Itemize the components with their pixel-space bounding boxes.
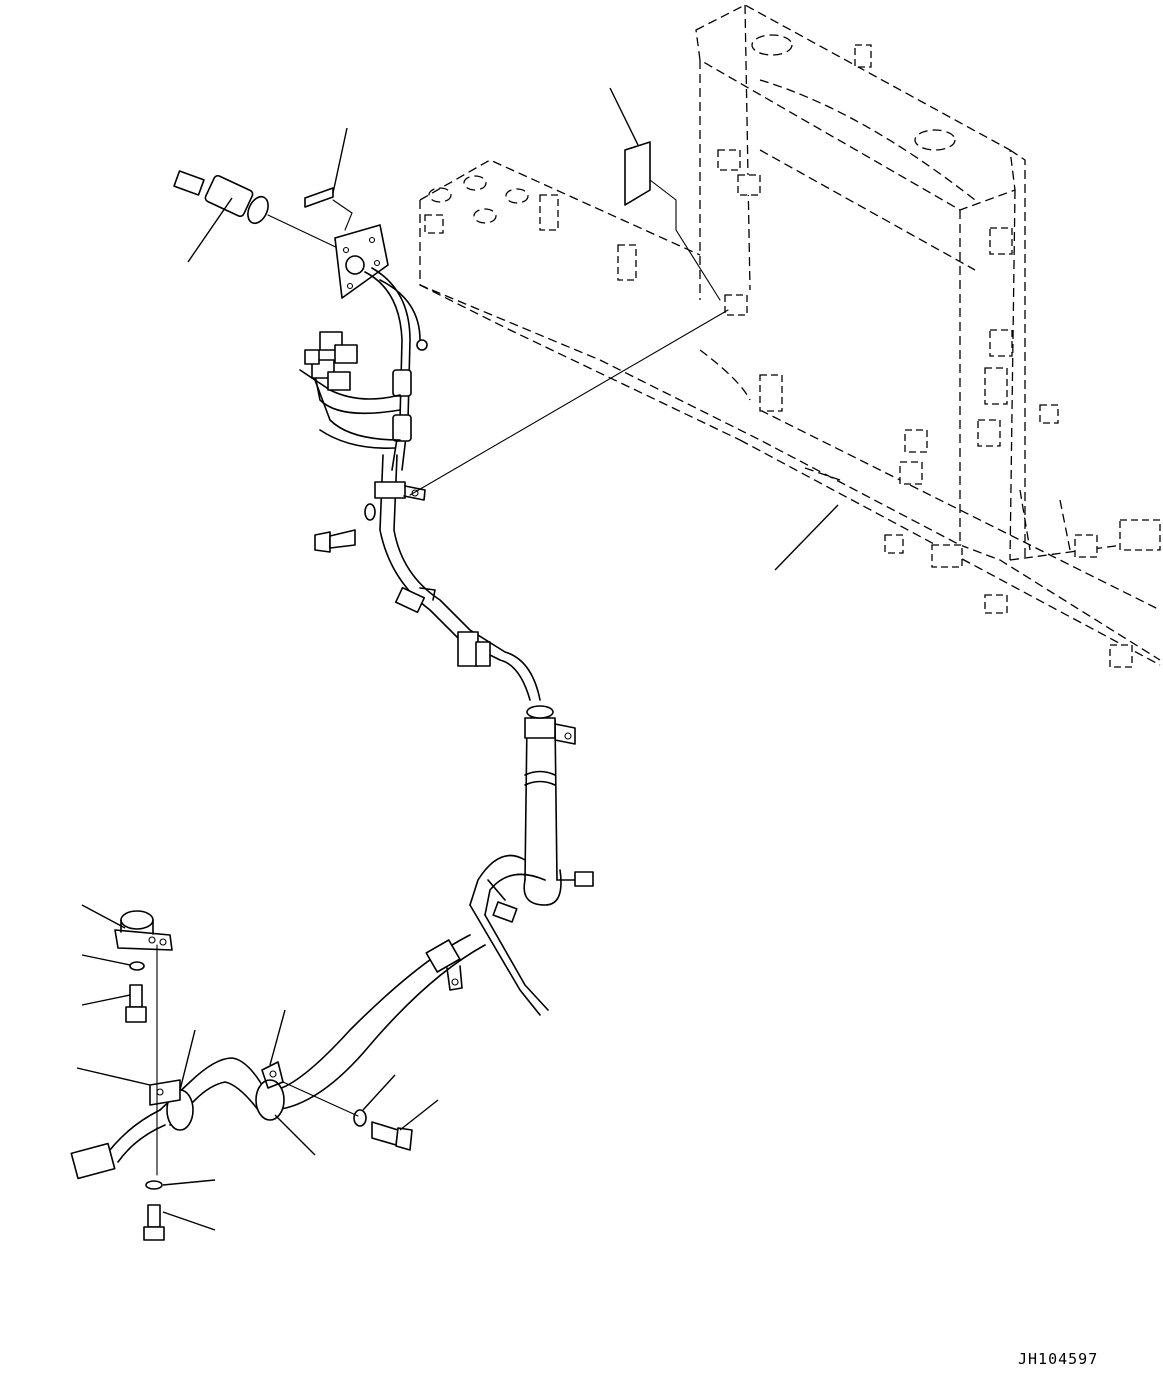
frame-attach-line [409,309,729,496]
sensor-part [173,170,343,251]
machine-frame [419,4,1161,668]
mid-bolt [314,503,376,553]
wire-harness [274,267,594,1111]
label-pointer [332,199,353,231]
drawing-id-label: JH104597 [1018,1350,1099,1368]
flange-connector [334,224,389,299]
label-tag [304,187,334,208]
lower-clamp-assembly [70,910,413,1241]
caution-plate [624,141,651,206]
leader-lines [76,87,839,1231]
plate-pointer [649,179,721,301]
